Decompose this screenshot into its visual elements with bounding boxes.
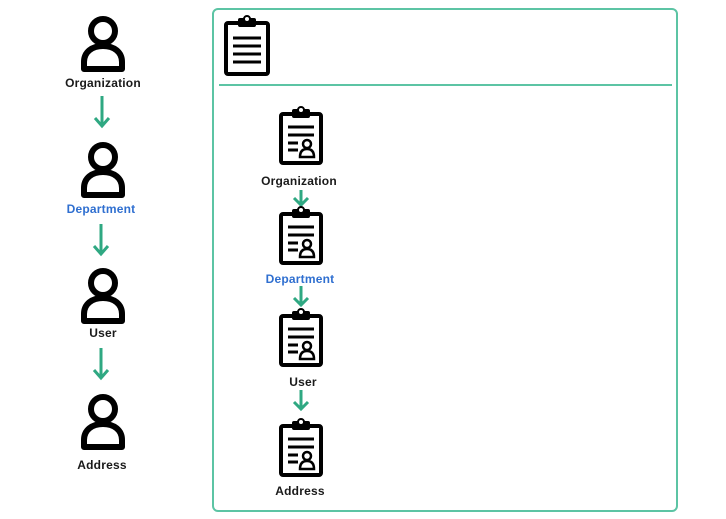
user-icon: [81, 142, 125, 198]
clipboard-icon: [224, 15, 270, 76]
user-icon: [81, 394, 125, 450]
arrow-down-icon: [92, 224, 110, 257]
clipboard-user-icon: [279, 418, 323, 477]
panel-divider: [219, 84, 672, 86]
left-node-label: User: [89, 326, 117, 340]
arrow-down-icon: [92, 348, 110, 381]
clipboard-user-icon: [279, 106, 323, 165]
left-node-label: Organization: [65, 76, 141, 90]
arrow-down-icon: [292, 190, 310, 208]
left-node-label: Department: [66, 202, 136, 216]
arrow-down-icon: [292, 286, 310, 308]
panel-node-label: Organization: [261, 174, 337, 188]
panel-node-label: Address: [275, 484, 325, 498]
panel-node-label: User: [289, 375, 317, 389]
left-node-label: Address: [77, 458, 127, 472]
arrow-down-icon: [292, 390, 310, 412]
clipboard-user-icon: [279, 206, 323, 265]
user-icon: [81, 268, 125, 324]
arrow-down-icon: [93, 96, 111, 129]
user-icon: [81, 16, 125, 72]
clipboard-panel: [212, 8, 678, 512]
panel-node-label: Department: [265, 272, 335, 286]
clipboard-user-icon: [279, 308, 323, 367]
